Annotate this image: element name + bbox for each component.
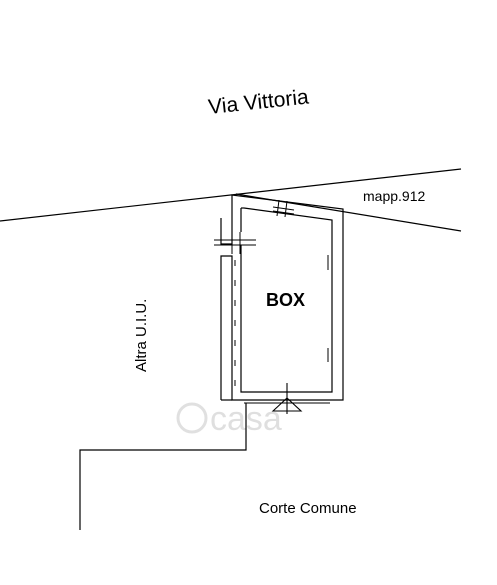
entrance-marker [244,383,330,414]
left-wall-hatch [214,232,256,254]
neighbor-unit-label: Altra U.I.U. [133,299,150,372]
outer-wall [220,194,344,401]
courtyard-label: Corte Comune [259,500,357,517]
parcel-label: mapp.912 [363,188,425,204]
inner-wall [240,207,333,393]
top-wall-hatch [272,199,295,218]
street-boundary-line [0,168,462,222]
street-label: Via Vittoria [207,86,310,119]
unit-label: BOX [266,290,305,310]
watermark: casa [176,400,282,438]
casa-logo-icon [176,402,208,434]
courtyard-boundary [79,403,247,530]
